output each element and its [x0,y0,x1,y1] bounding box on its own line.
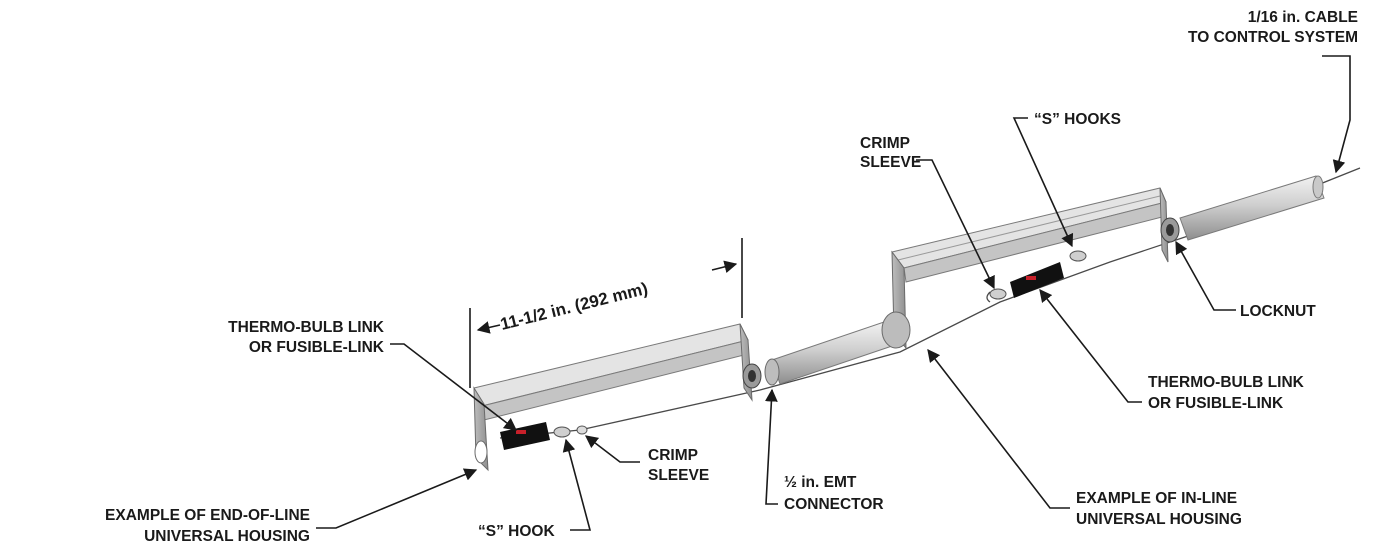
callout-thermo-left: THERMO-BULB LINK OR FUSIBLE-LINK [228,319,518,431]
label-thermo-right-line1: THERMO-BULB LINK [1148,374,1305,391]
label-s-hooks: “S” HOOKS [1034,111,1121,128]
dimension-label: 11-1/2 in. (292 mm) [498,279,649,334]
label-crimp-top-line2: SLEEVE [860,154,921,171]
callout-inline: EXAMPLE OF IN-LINE UNIVERSAL HOUSING [927,348,1242,528]
label-thermo-right-line2: OR FUSIBLE-LINK [1148,395,1284,412]
leader-endline [316,468,478,529]
label-endline-line2: UNIVERSAL HOUSING [144,528,310,545]
cable [499,167,1361,439]
leader-locknut [1175,240,1236,311]
leader-thermo-left [390,343,518,431]
label-emt-line2: CONNECTOR [784,496,884,513]
dimension-arrow-right [711,260,738,274]
callout-crimp-bottom: CRIMP SLEEVE [584,435,709,484]
callout-endline: EXAMPLE OF END-OF-LINE UNIVERSAL HOUSING [105,468,478,545]
leader-s-hooks [1012,117,1074,248]
label-inline-line2: UNIVERSAL HOUSING [1076,511,1242,528]
leader-crimp-top [916,159,995,290]
label-locknut: LOCKNUT [1240,303,1316,320]
dimension-arrow-left [476,321,501,334]
callout-thermo-right: THERMO-BULB LINK OR FUSIBLE-LINK [1039,288,1305,412]
label-crimp-bottom-line1: CRIMP [648,447,698,464]
callout-locknut: LOCKNUT [1175,240,1316,320]
label-inline-line1: EXAMPLE OF IN-LINE [1076,490,1237,507]
callout-s-hook: “S” HOOK [478,438,592,540]
callout-crimp-top: CRIMP SLEEVE [860,135,995,290]
callout-cable: 1/16 in. CABLE TO CONTROL SYSTEM [1188,9,1358,174]
end-of-line-housing [473,323,780,472]
emt-tube-right [1179,175,1325,241]
label-endline-line1: EXAMPLE OF END-OF-LINE [105,507,310,524]
leader-inline [927,348,1070,509]
leader-emt [765,388,778,505]
label-cable-line1: 1/16 in. CABLE [1248,9,1358,26]
fusible-link-right [986,250,1087,303]
leader-s-hook [562,438,592,531]
label-emt-line1: ½ in. EMT [784,474,857,491]
emt-tube-center [771,321,893,385]
leader-thermo-right [1039,288,1142,403]
label-s-hook: “S” HOOK [478,523,555,540]
label-crimp-bottom-line2: SLEEVE [648,467,709,484]
label-crimp-top-line1: CRIMP [860,135,910,152]
leader-crimp-bottom [584,435,640,463]
label-thermo-left-line1: THERMO-BULB LINK [228,319,385,336]
label-cable-line2: TO CONTROL SYSTEM [1188,29,1358,46]
in-line-housing [881,187,1180,350]
label-thermo-left-line2: OR FUSIBLE-LINK [249,339,385,356]
callout-emt: ½ in. EMT CONNECTOR [765,388,884,513]
hardware-illustration [473,167,1361,472]
leader-cable [1322,55,1351,174]
callout-s-hooks: “S” HOOKS [1012,111,1121,248]
fusible-link-left [500,422,588,450]
